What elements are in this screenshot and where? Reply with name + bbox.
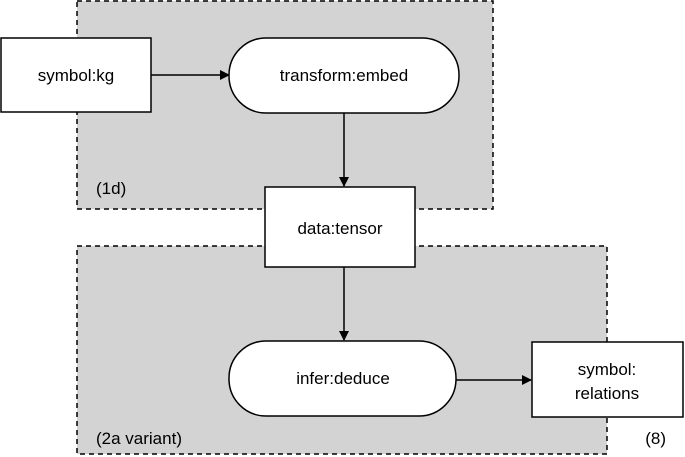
node-symbol-kg-label: symbol:kg <box>38 66 115 85</box>
node-data-tensor-label: data:tensor <box>297 219 382 238</box>
node-symbol-kg: symbol:kg <box>0 37 152 113</box>
node-infer-deduce-label: infer:deduce <box>296 369 390 388</box>
figure-number: (8) <box>645 429 666 448</box>
node-transform-embed: transform:embed <box>228 37 460 114</box>
node-data-tensor: data:tensor <box>264 186 416 268</box>
node-transform-embed-label: transform:embed <box>280 66 409 85</box>
group-top-label: (1d) <box>96 179 126 198</box>
node-infer-deduce: infer:deduce <box>228 340 457 417</box>
node-symbol-relations-label-line2: relations <box>575 384 639 403</box>
node-symbol-relations-label-line1: symbol: <box>578 360 637 379</box>
group-bottom-label: (2a variant) <box>96 429 182 448</box>
node-symbol-relations: symbol: relations <box>531 341 684 418</box>
